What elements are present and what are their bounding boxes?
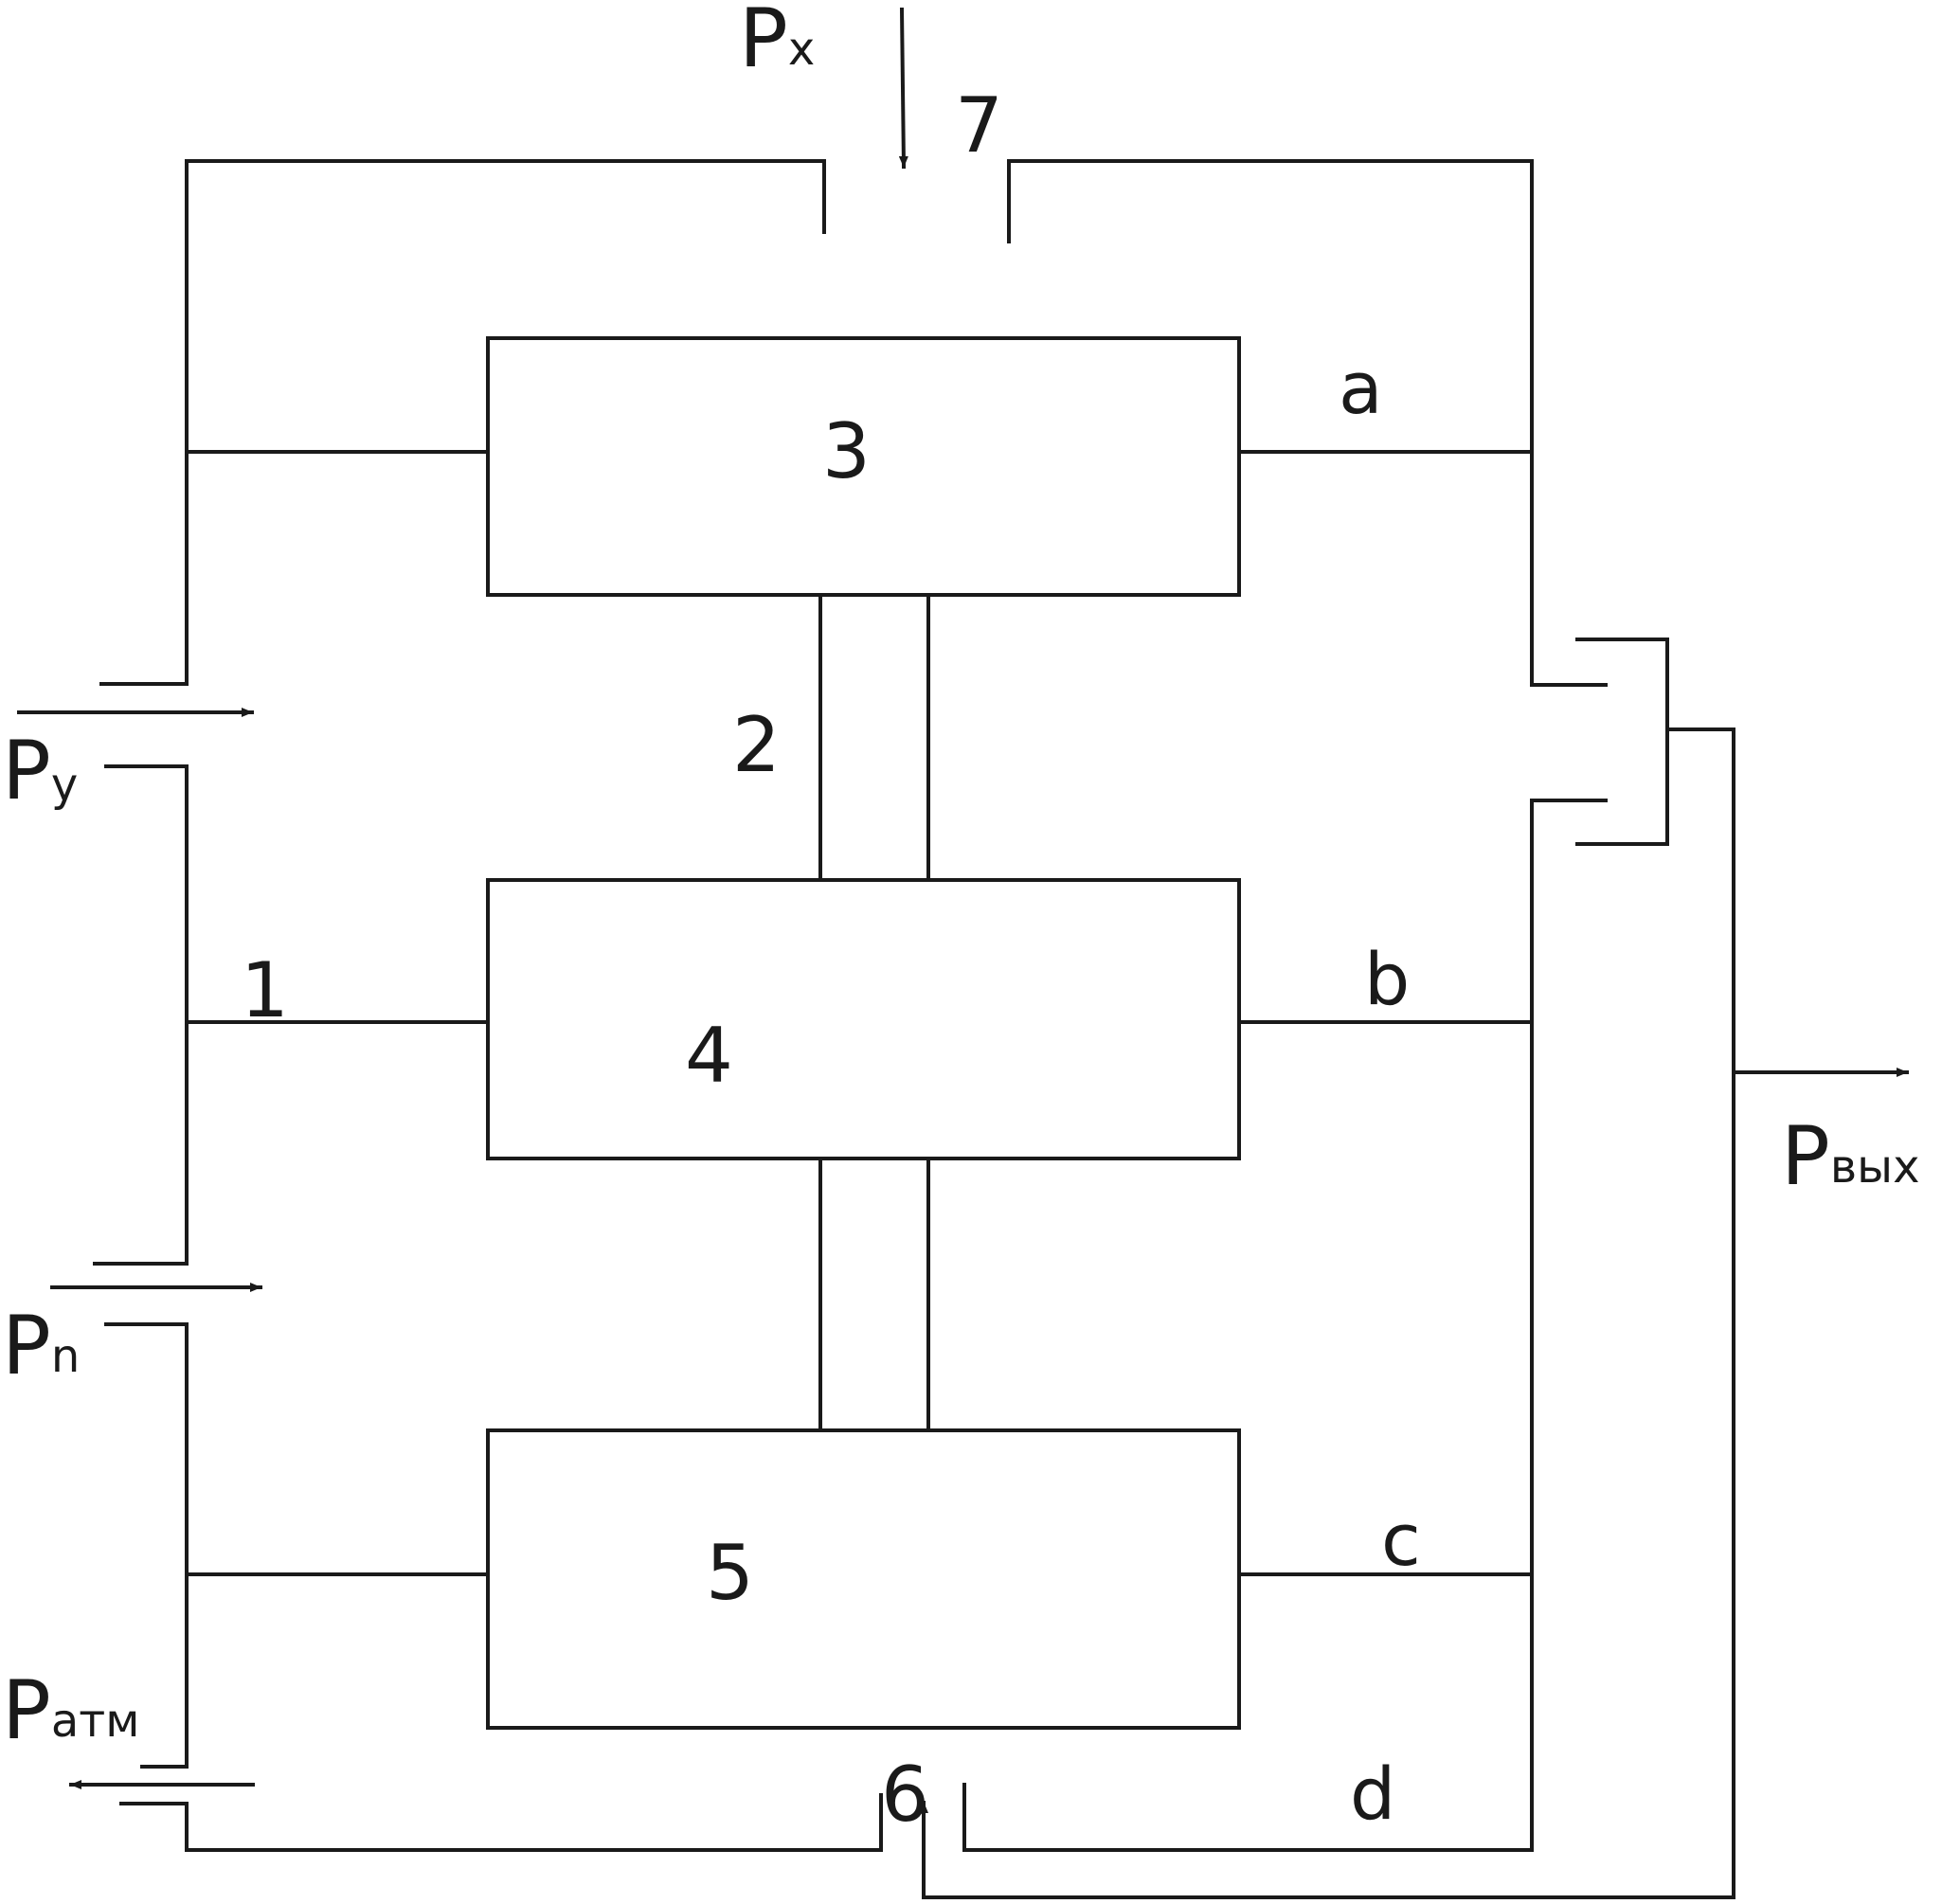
pout-label: Pвых <box>1781 1109 1919 1204</box>
wire-pn-branch <box>104 1322 189 1769</box>
block-5 <box>486 1428 1241 1730</box>
wire-bottom-right-loop <box>962 799 1608 1852</box>
port-a-label: a <box>1339 346 1383 430</box>
patm-label: Pатм <box>2 1663 139 1758</box>
pn-label: Pn <box>2 1299 80 1393</box>
label-2: 2 <box>732 701 781 789</box>
wire-top-right-loop <box>1007 159 1608 687</box>
wire-output-line <box>922 727 1735 1899</box>
px-label: Px <box>739 0 815 86</box>
label-7: 7 <box>955 81 1003 170</box>
port-c-label: c <box>1381 1498 1421 1582</box>
block-5-label: 5 <box>706 1529 754 1617</box>
port-d-label: d <box>1350 1751 1395 1836</box>
block-3-label: 3 <box>822 407 871 495</box>
px-input-arrow <box>898 7 908 170</box>
wire-py-branch <box>93 764 189 1266</box>
block-4-label: 4 <box>685 1012 733 1100</box>
output-valve-body <box>1575 638 1669 846</box>
block-3 <box>486 336 1241 597</box>
label-6: 6 <box>881 1751 929 1839</box>
wire-top-left-loop <box>99 159 826 686</box>
label-1: 1 <box>241 946 289 1034</box>
py-label: Py <box>2 724 78 818</box>
wire-bottom-left-loop <box>119 1793 883 1852</box>
port-b-label: b <box>1364 937 1410 1021</box>
block-4 <box>486 878 1241 1160</box>
